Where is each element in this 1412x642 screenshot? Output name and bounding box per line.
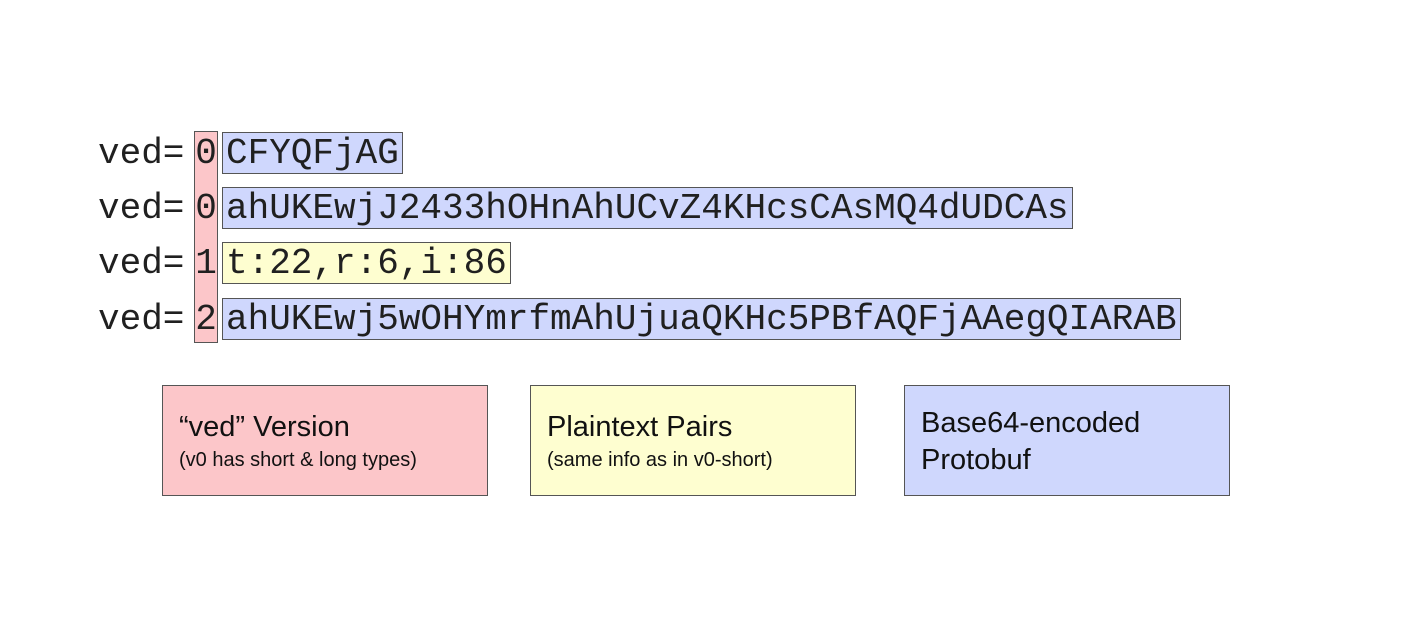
ved-prefix: ved= (98, 188, 185, 229)
legend-protobuf-title: Base64-encoded Protobuf (921, 405, 1140, 479)
legend-version-subtitle: (v0 has short & long types) (179, 449, 417, 471)
legend-protobuf-box: Base64-encoded Protobuf (904, 385, 1230, 496)
ved-version-digit: 0 (195, 133, 217, 174)
ved-payload-base64: ahUKEwj5wOHYmrfmAhUjuaQKHc5PBfAQFjAAegQI… (222, 298, 1181, 340)
ved-prefix: ved= (98, 243, 185, 284)
ved-prefix: ved= (98, 133, 185, 174)
ved-version-digit: 2 (195, 299, 217, 340)
ved-version-digit: 0 (195, 188, 217, 229)
legend-plaintext-box: Plaintext Pairs (same info as in v0-shor… (530, 385, 856, 496)
legend-version-title: “ved” Version (179, 411, 350, 443)
legend-plaintext-subtitle: (same info as in v0-short) (547, 449, 773, 471)
ved-payload-base64: ahUKEwjJ2433hOHnAhUCvZ4KHcsCAsMQ4dUDCAs (222, 187, 1073, 229)
ved-payload-plaintext: t:22,r:6,i:86 (222, 242, 511, 284)
legend-version-box: “ved” Version (v0 has short & long types… (162, 385, 488, 496)
ved-payload-base64: CFYQFjAG (222, 132, 403, 174)
ved-prefix: ved= (98, 299, 185, 340)
version-highlight-column (194, 131, 218, 343)
legend-protobuf-title-line2: Protobuf (921, 444, 1031, 476)
legend-protobuf-title-line1: Base64-encoded (921, 407, 1141, 439)
legend-plaintext-title: Plaintext Pairs (547, 411, 733, 443)
ved-version-digit: 1 (195, 243, 217, 284)
